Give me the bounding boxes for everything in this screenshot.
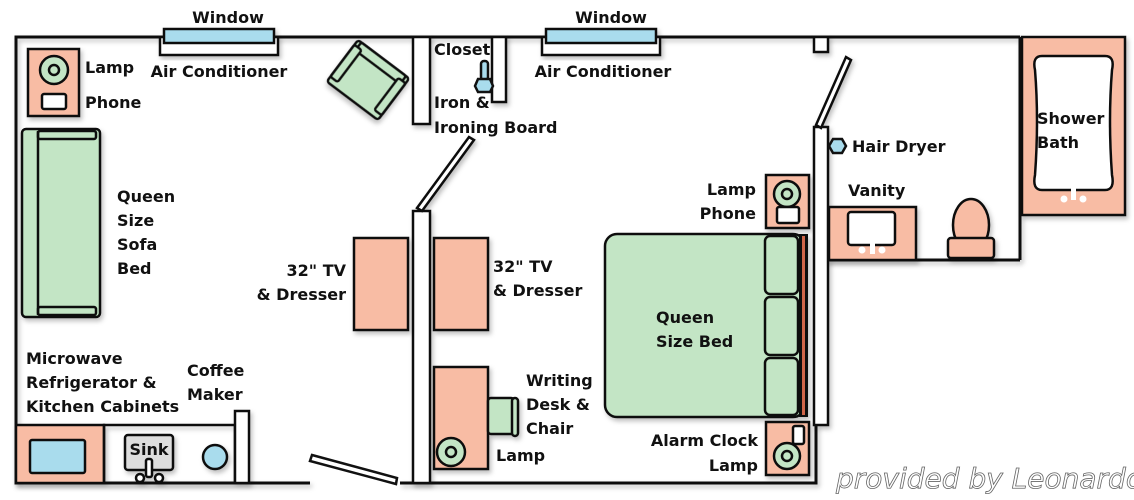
- coffee-label-2: Maker: [187, 385, 243, 404]
- shower-label-1: Shower: [1037, 109, 1105, 128]
- shower-label-2: Bath: [1037, 133, 1079, 152]
- sofa-label-1: Queen: [117, 187, 175, 206]
- vanity: [827, 205, 918, 262]
- closet: [411, 35, 508, 126]
- hair-dryer-icon: [827, 137, 848, 155]
- window-mid: [540, 27, 662, 57]
- lamp-desk-label: Lamp: [496, 446, 545, 465]
- vanity-label: Vanity: [848, 181, 906, 200]
- tv-dresser-left: [352, 236, 410, 332]
- closet-label: Closet: [434, 40, 491, 59]
- sink-label: Sink: [129, 440, 168, 459]
- sofa-bed: [20, 127, 102, 319]
- bathroom-partition: [812, 35, 853, 427]
- window-left: [158, 27, 280, 57]
- desk-label-3: Chair: [526, 419, 573, 438]
- tv-right-label-2: & Dresser: [493, 281, 582, 300]
- nightstand-top-left: [26, 47, 81, 118]
- iron-label-1: Iron &: [434, 93, 490, 112]
- bed-label-1: Queen: [656, 308, 714, 327]
- toilet: [946, 197, 996, 260]
- phone-bed-label: Phone: [700, 204, 757, 223]
- window-left-label: Window: [192, 8, 264, 27]
- iron-label-2: Ironing Board: [434, 118, 557, 137]
- sofa-label-4: Bed: [117, 259, 152, 278]
- entry-door: [308, 453, 399, 486]
- desk-label-2: Desk &: [526, 395, 590, 414]
- tv-left-label-1: 32" TV: [287, 261, 347, 280]
- phone-tl-label: Phone: [85, 93, 142, 112]
- writing-desk: [432, 365, 520, 471]
- center-partition: [411, 135, 476, 485]
- alarm-label: Alarm Clock: [651, 431, 759, 450]
- bed-label-2: Size Bed: [656, 332, 733, 351]
- tv-left-label-2: & Dresser: [257, 285, 346, 304]
- shower-bath: [1020, 35, 1127, 217]
- hair-dryer-label: Hair Dryer: [852, 137, 946, 156]
- armchair: [326, 39, 410, 121]
- credit-text: provided by Leonardo: [835, 462, 1134, 495]
- tv-dresser-right: [432, 236, 490, 332]
- sofa-label-3: Sofa: [117, 235, 157, 254]
- ac-left-label: Air Conditioner: [151, 62, 288, 81]
- kitchen-label-2: Refrigerator &: [26, 373, 157, 392]
- kitchen-counter: [14, 409, 251, 485]
- kitchen-label-1: Microwave: [26, 349, 123, 368]
- sofa-label-2: Size: [117, 211, 154, 230]
- queen-bed: [603, 232, 808, 419]
- lamp-alarm-label: Lamp: [709, 456, 758, 475]
- coffee-label-1: Coffee: [187, 361, 245, 380]
- kitchen-label-3: Kitchen Cabinets: [26, 397, 179, 416]
- nightstand-bed-bottom: [764, 420, 811, 477]
- lamp-bed-label: Lamp: [707, 180, 756, 199]
- lamp-tl-label: Lamp: [85, 58, 134, 77]
- iron-icon: [473, 59, 495, 94]
- desk-label-1: Writing: [526, 371, 593, 390]
- ac-mid-label: Air Conditioner: [535, 62, 672, 81]
- tv-right-label-1: 32" TV: [493, 257, 553, 276]
- nightstand-bed-top: [764, 173, 811, 230]
- window-mid-label: Window: [575, 8, 647, 27]
